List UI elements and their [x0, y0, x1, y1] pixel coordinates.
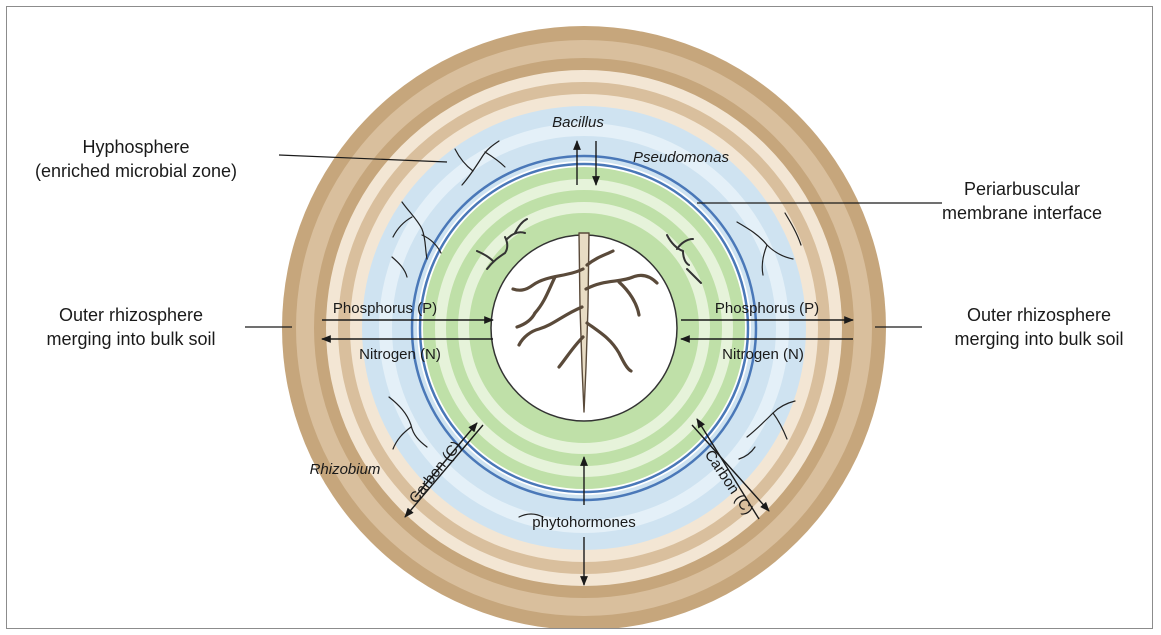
- phosphorus-right-label: Phosphorus (P): [715, 300, 819, 317]
- hyphosphere-label-line1: Hyphosphere: [82, 137, 189, 157]
- outer-rhizosphere-right-line2: merging into bulk soil: [954, 329, 1123, 349]
- diagram-frame: Hyphosphere (enriched microbial zone) Pe…: [6, 6, 1153, 629]
- hyphosphere-label-line2: (enriched microbial zone): [35, 161, 237, 181]
- rhizobium-label: Rhizobium: [310, 461, 381, 478]
- outer-rhizosphere-left-line1: Outer rhizosphere: [59, 305, 203, 325]
- nitrogen-left-label: Nitrogen (N): [359, 346, 441, 363]
- rhizosphere-diagram: Hyphosphere (enriched microbial zone) Pe…: [7, 7, 1153, 629]
- phosphorus-left-label: Phosphorus (P): [333, 300, 437, 317]
- pseudomonas-label: Pseudomonas: [633, 149, 729, 166]
- outer-rhizosphere-left-line2: merging into bulk soil: [46, 329, 215, 349]
- periarbuscular-label-line2: membrane interface: [942, 203, 1102, 223]
- phytohormones-label: phytohormones: [532, 514, 635, 531]
- bacillus-label: Bacillus: [552, 114, 604, 131]
- outer-rhizosphere-right-line1: Outer rhizosphere: [967, 305, 1111, 325]
- periarbuscular-label-line1: Periarbuscular: [964, 179, 1080, 199]
- nitrogen-right-label: Nitrogen (N): [722, 346, 804, 363]
